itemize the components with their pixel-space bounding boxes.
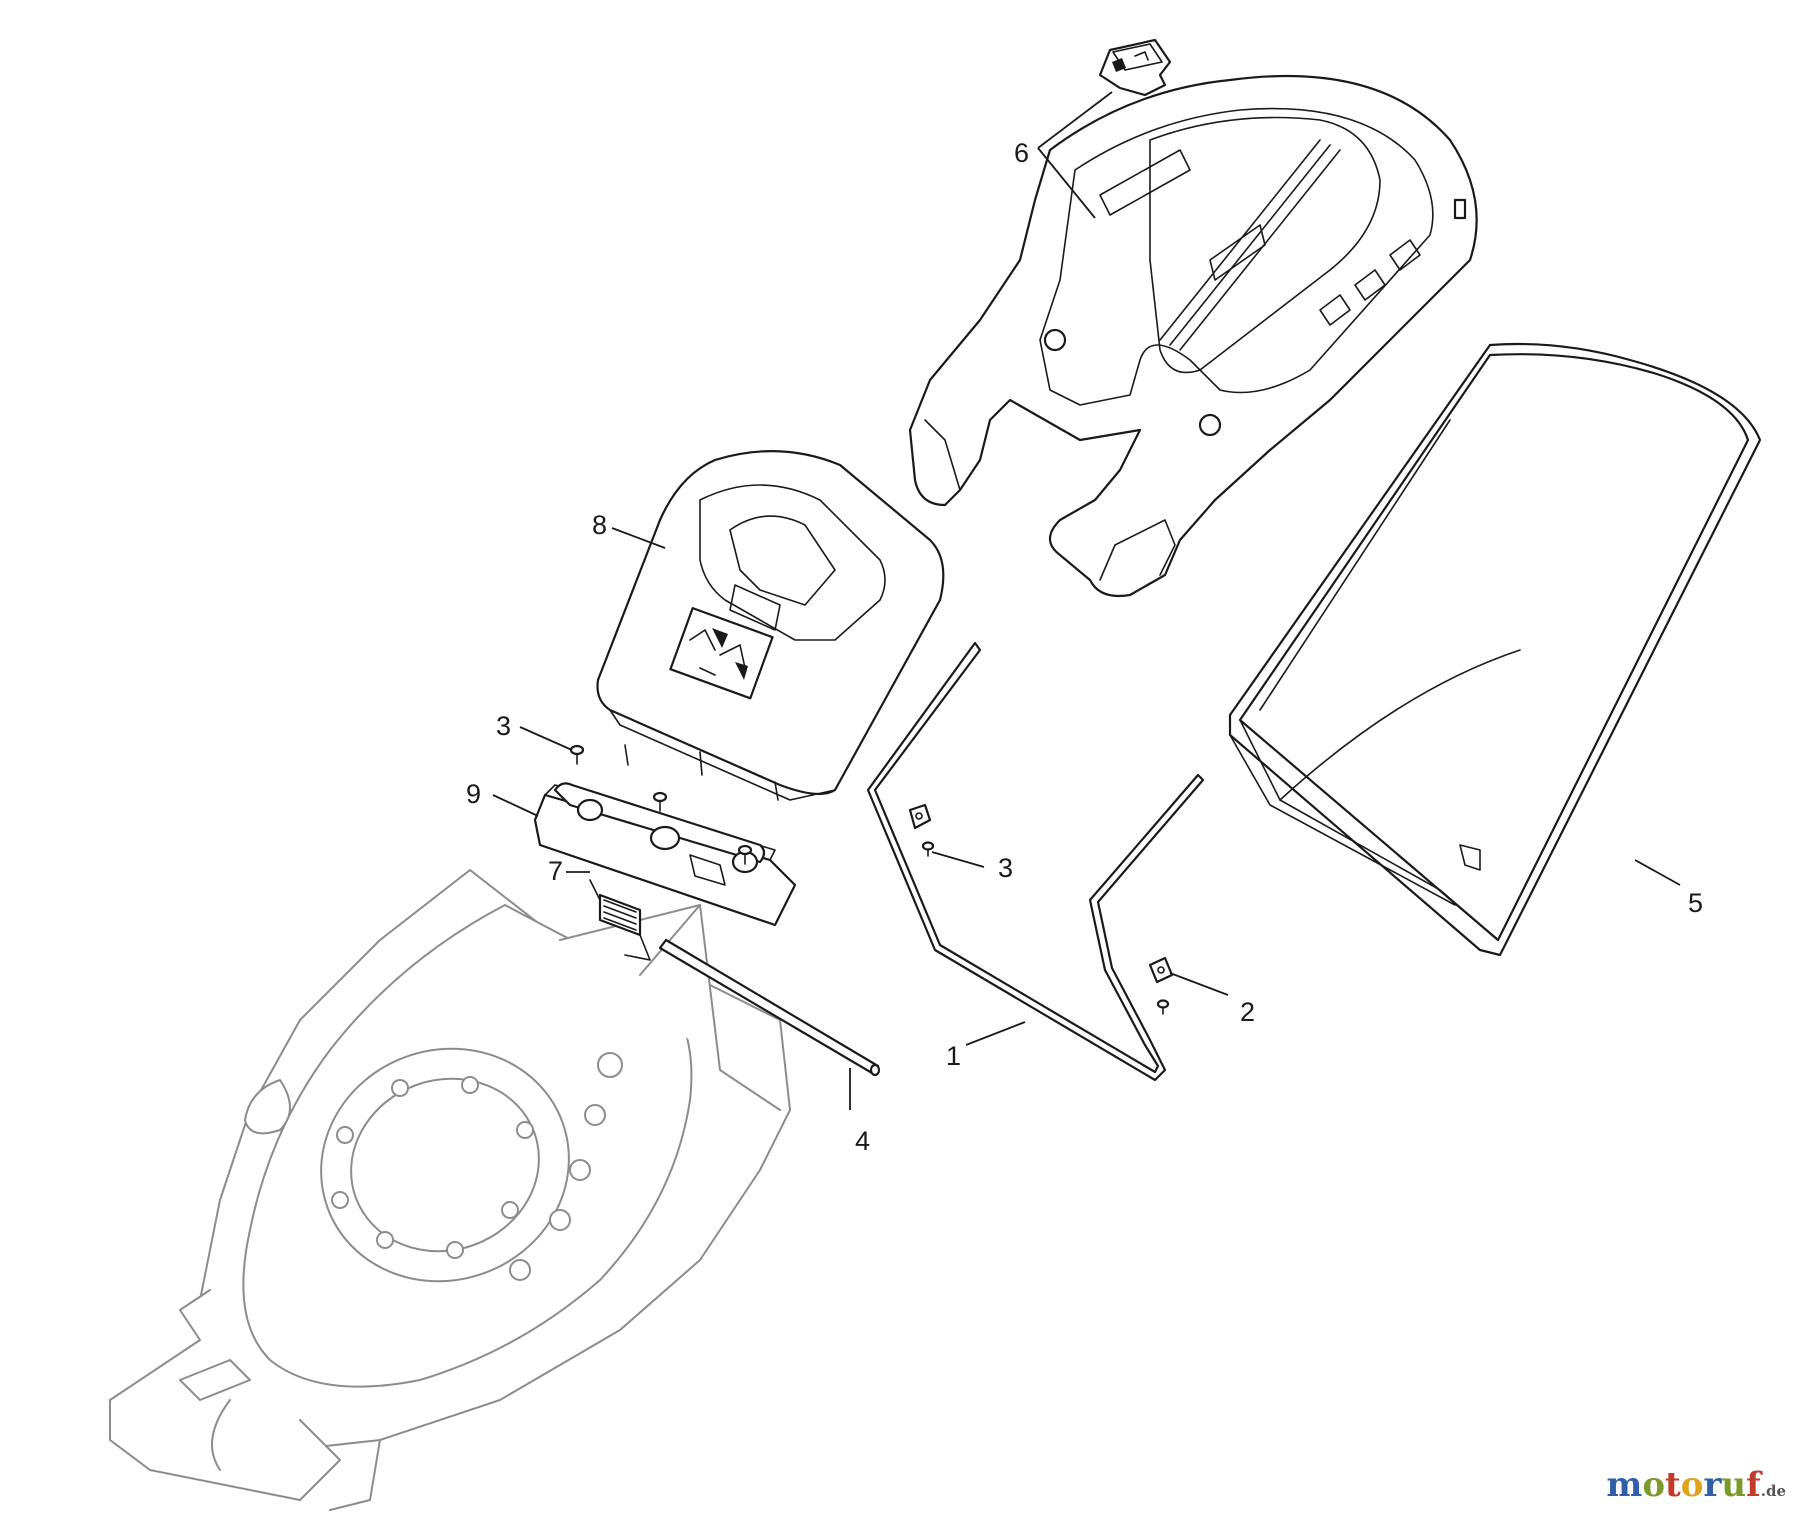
callout-1: 1 [946, 1041, 961, 1071]
callout-4: 4 [855, 1126, 870, 1156]
screw-right [921, 841, 935, 857]
flap-hinge-bracket [533, 782, 797, 927]
watermark-tld: .de [1760, 1482, 1786, 1500]
screw-upper [569, 744, 585, 765]
screw-small-a [652, 791, 668, 812]
handle-frame [866, 641, 1205, 1082]
motoruf-watermark: motoruf.de [1606, 1465, 1786, 1505]
callout-3b: 3 [998, 853, 1013, 883]
watermark-brand: motoruf [1606, 1465, 1760, 1505]
rear-flap-cover [596, 450, 945, 801]
hinge-rod [658, 938, 881, 1077]
callout-6: 6 [1014, 138, 1029, 168]
torsion-spring [589, 879, 651, 961]
callout-8: 8 [592, 510, 607, 540]
handle-clip-right [1148, 956, 1174, 984]
leader-lines [492, 91, 1681, 1110]
callout-labels: 6 8 3 9 7 3 2 1 4 5 [466, 138, 1703, 1156]
screw-right-lower [1156, 999, 1170, 1015]
switch-cover [1098, 38, 1172, 97]
watermark-letter: r [1703, 1465, 1722, 1505]
grass-bag [1228, 342, 1762, 957]
watermark-letter: o [1680, 1465, 1704, 1505]
callout-2: 2 [1240, 997, 1255, 1027]
callout-3a: 3 [496, 711, 511, 741]
screw-small-b [737, 844, 753, 865]
watermark-letter: m [1606, 1465, 1643, 1505]
watermark-letter: o [1642, 1465, 1666, 1505]
mower-deck [109, 869, 791, 1511]
handle-clip-upper [908, 803, 932, 830]
callout-7: 7 [548, 856, 563, 886]
watermark-letter: f [1746, 1465, 1761, 1505]
callout-5: 5 [1688, 888, 1703, 918]
upper-handle [908, 74, 1478, 598]
watermark-letter: t [1665, 1465, 1681, 1505]
callout-9: 9 [466, 779, 481, 809]
watermark-letter: u [1721, 1465, 1747, 1505]
